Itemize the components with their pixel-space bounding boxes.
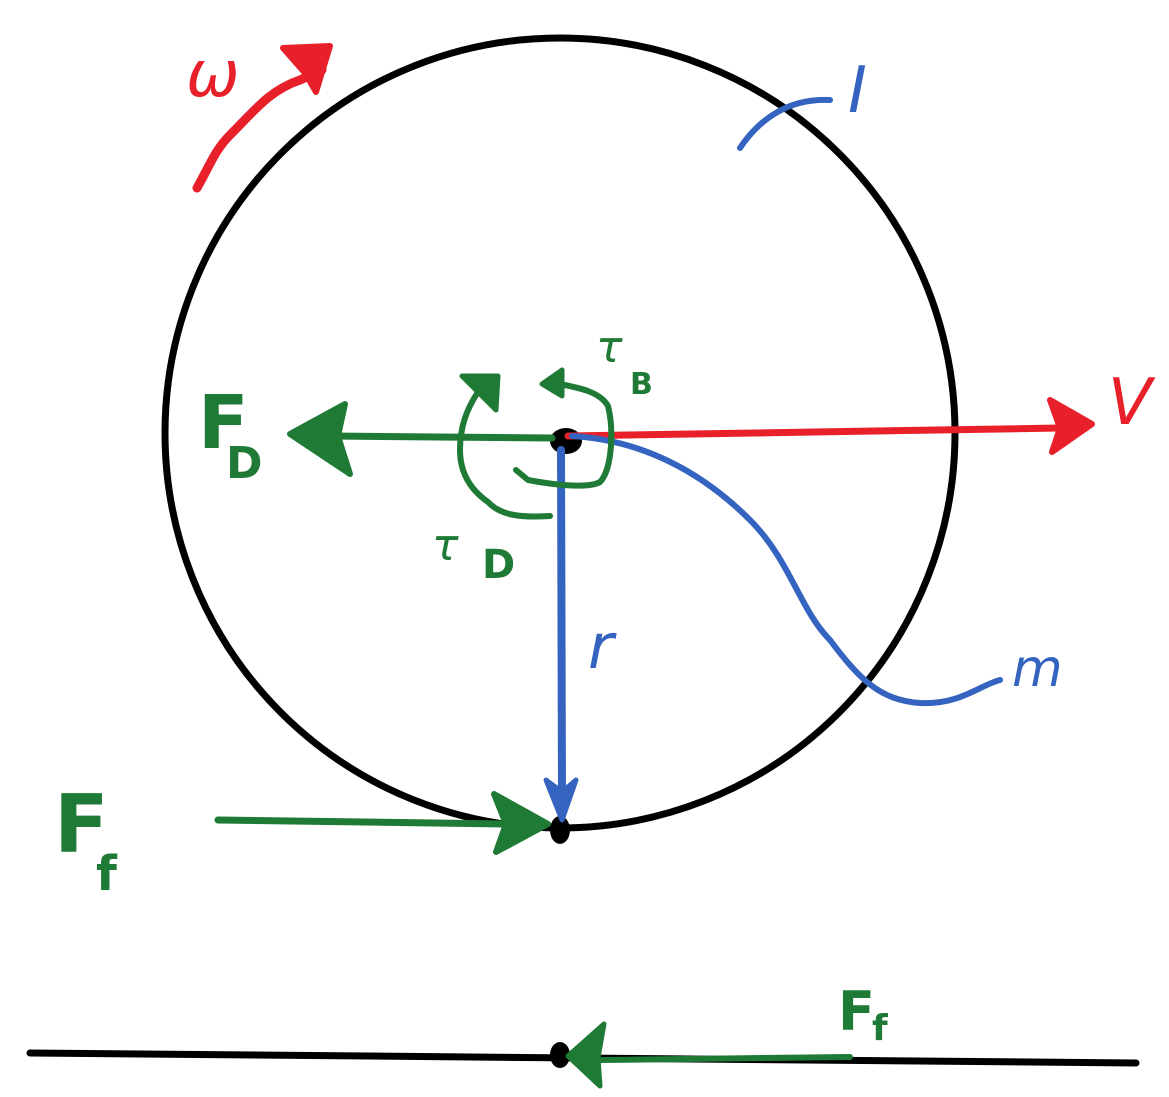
omega-arrow <box>192 43 333 193</box>
ground-friction-subscript: f <box>872 1008 888 1049</box>
drag-force-subscript: D <box>226 438 263 489</box>
inertia-leader-line <box>737 96 833 151</box>
brake-torque-arrow <box>513 367 615 489</box>
radius-arrow <box>543 446 579 823</box>
ground-contact-dot <box>550 1042 570 1068</box>
friction-force-arrow <box>214 791 551 855</box>
drag-force-arrow <box>287 401 556 477</box>
velocity-label: V <box>1108 366 1156 440</box>
radius-label: r <box>588 610 617 683</box>
mass-label: m <box>1012 639 1063 699</box>
omega-label: ω <box>186 38 240 112</box>
brake-torque-label: τ <box>596 322 623 373</box>
mass-leader-line <box>569 433 1003 707</box>
friction-force-label: F <box>54 778 109 871</box>
wheel-center-dot <box>550 428 582 454</box>
drag-force-label: F <box>198 380 249 466</box>
brake-torque-subscript: B <box>630 367 653 402</box>
drag-torque-subscript: D <box>482 542 515 588</box>
velocity-arrow <box>564 397 1095 455</box>
ground-friction-arrow <box>565 1021 853 1089</box>
drag-torque-label: τ <box>432 520 459 571</box>
friction-force-subscript: f <box>96 846 118 902</box>
drag-torque-arrow <box>457 373 553 520</box>
inertia-label: I <box>848 54 867 128</box>
contact-point-dot <box>550 816 570 844</box>
ground-friction-label: F <box>838 980 875 1043</box>
